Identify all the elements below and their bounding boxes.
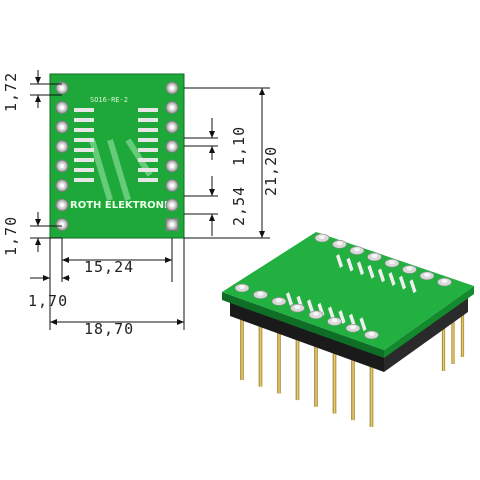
smd-pad [399, 275, 406, 290]
smd-pad [409, 279, 417, 294]
pcb-iso-edge-right [384, 286, 474, 358]
brand-label: ROTH ELEKTRONIK [70, 200, 177, 211]
pin-tip [406, 266, 413, 271]
pin-tip [331, 318, 338, 323]
pad-hole [60, 203, 64, 207]
pad-hole [170, 125, 174, 129]
header-pin [314, 334, 318, 407]
header-housing-right [384, 296, 468, 372]
pin-tip [239, 285, 245, 289]
header-pins-right [441, 301, 465, 371]
smd-pads-back-row [336, 254, 417, 294]
pin-tip [276, 298, 282, 303]
pin-tip [257, 291, 264, 296]
smd-pad [378, 268, 385, 283]
header-pin [258, 314, 263, 387]
header-pin [451, 308, 455, 364]
pad-hole [60, 183, 64, 188]
smd-pad [388, 272, 396, 286]
dim-label-row-spacing: 15,24 [84, 258, 134, 276]
top-view-board: SO16-RE-2 ROTH ELEKTRONIK [49, 73, 185, 239]
header-pin [351, 348, 355, 421]
dim-label-pad-offset-bottom: 1,70 [2, 216, 20, 256]
smd-pad [346, 257, 354, 272]
smd-pad [338, 310, 346, 324]
header-housing-front [230, 300, 384, 372]
smd-pads-front-row [286, 292, 367, 332]
pad-hole [60, 86, 64, 90]
header-pin [460, 301, 465, 357]
header-pins-front [240, 308, 374, 427]
pin-tip [441, 279, 448, 284]
pad-hole [170, 222, 174, 227]
pad-hole [60, 144, 64, 149]
header-pin [332, 341, 337, 414]
dim-label-pad-offset-top: 1,72 [2, 72, 20, 112]
dim-label-width-total: 18,70 [84, 320, 134, 338]
pad-hole [170, 183, 174, 188]
dim-label-pitch-small: 1,10 [230, 126, 248, 166]
pin-tip [319, 235, 325, 239]
through-hole-pads-right [165, 81, 179, 231]
pad-hole [170, 164, 174, 168]
smd-pads-left [74, 108, 94, 182]
pin-tip [371, 253, 378, 258]
pad-hole [170, 105, 174, 110]
dim-label-edge-offset: 1,70 [28, 292, 68, 310]
pin-tip [354, 247, 360, 252]
smd-pad [367, 264, 375, 279]
header-pin [295, 328, 300, 401]
pin-tip [294, 305, 301, 310]
pad-hole [170, 203, 174, 207]
part-code-label: SO16-RE-2 [90, 96, 128, 104]
pin-tip [313, 311, 319, 316]
dim-label-pitch-large: 2,54 [230, 186, 248, 226]
pin-tip [368, 331, 375, 336]
header-pin [441, 315, 446, 371]
solder-pads-front [234, 283, 379, 340]
solder-pads-back [314, 233, 452, 287]
smd-pad [357, 261, 364, 276]
smd-pad [328, 306, 335, 321]
pcb-iso-edge-front [222, 292, 384, 358]
smd-pad [307, 299, 314, 314]
header-pin [277, 321, 281, 394]
pad-hole [170, 86, 174, 90]
smd-pad [359, 317, 367, 332]
smd-pad [336, 254, 343, 268]
isometric-board-photo [222, 232, 474, 427]
smd-pads-right [138, 108, 158, 182]
through-hole-pads-left [55, 81, 69, 231]
header-pin [369, 354, 374, 427]
pin-tip [350, 325, 356, 330]
pad-hole [60, 125, 64, 129]
dim-label-height-total: 21,20 [262, 146, 280, 196]
pin-tip [389, 260, 395, 265]
smd-pad [286, 292, 293, 306]
pin-tip [424, 272, 430, 277]
pad-hole [60, 105, 64, 110]
dimension-arrowheads [35, 77, 265, 325]
pcb-iso-top [222, 232, 474, 350]
pad-hole [170, 144, 174, 149]
header-pin [240, 308, 244, 380]
pin-tip [336, 241, 343, 246]
pad-hole [60, 164, 64, 168]
